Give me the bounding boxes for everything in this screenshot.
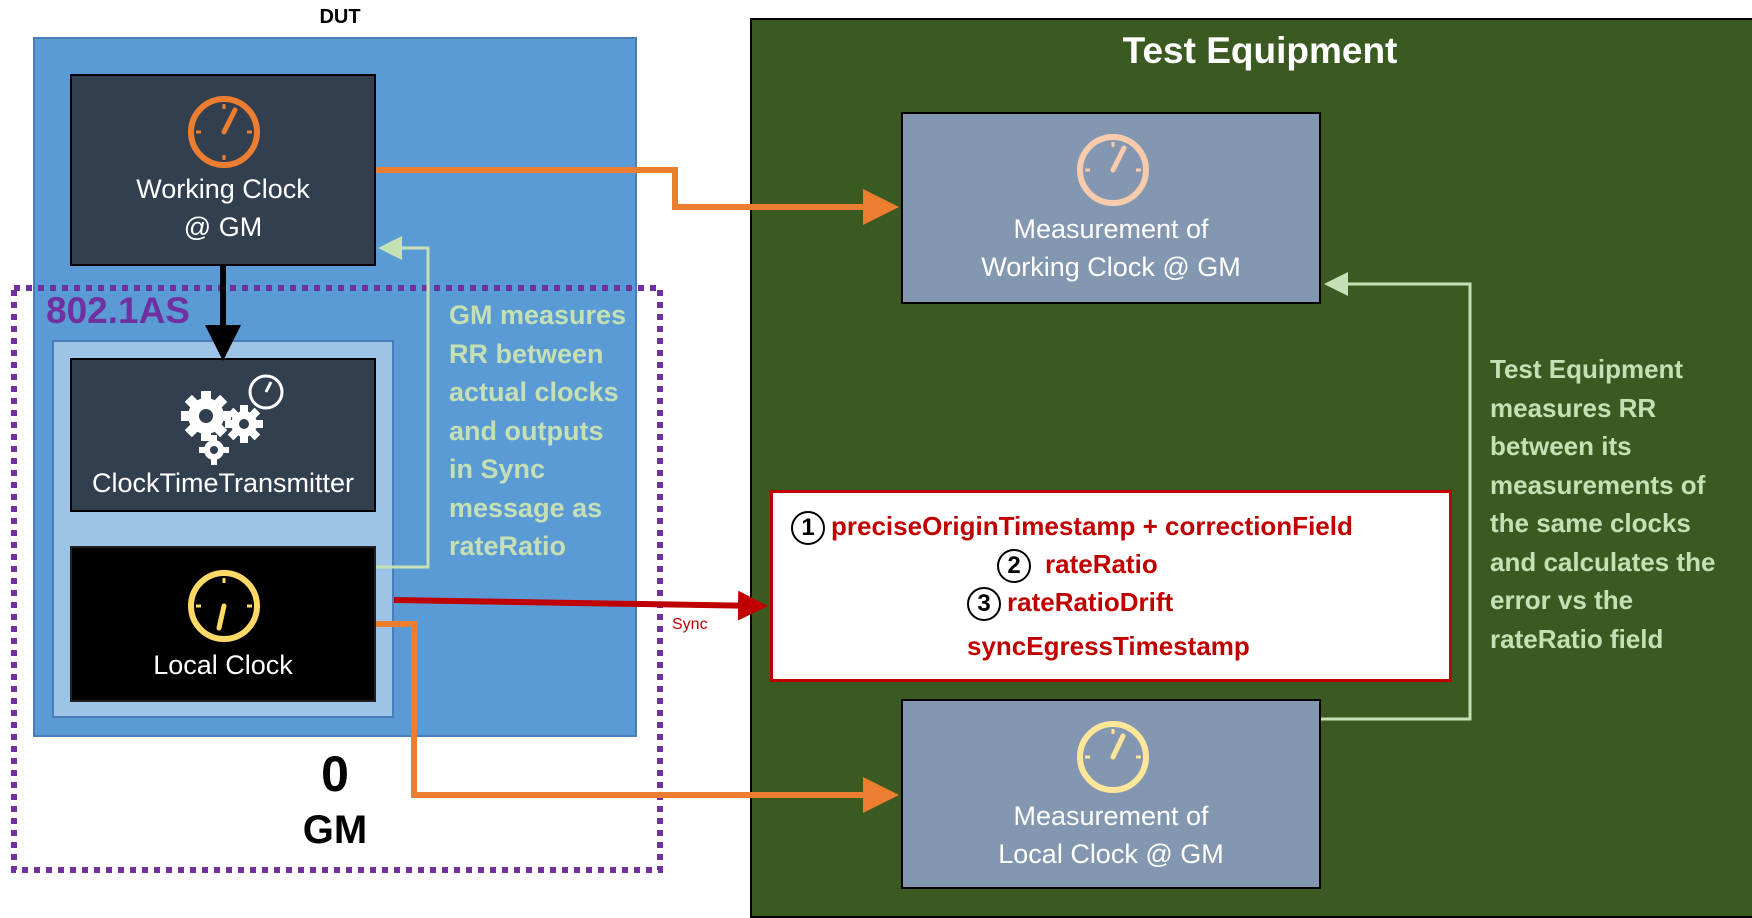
measurement-working-clock-box: Measurement of Working Clock @ GM xyxy=(901,112,1321,304)
measurement-working-line1: Measurement of xyxy=(1013,214,1209,244)
clock-time-transmitter-label: ClockTimeTransmitter xyxy=(91,468,355,498)
sync-arrow-label: Sync xyxy=(672,616,708,633)
te-note-line: the same clocks xyxy=(1490,508,1691,538)
measurement-local-line1: Measurement of xyxy=(1013,801,1209,831)
te-note-line: rateRatio field xyxy=(1490,623,1664,654)
sync-field-text: syncEgressTimestamp xyxy=(967,631,1250,661)
standard-frame xyxy=(11,285,663,873)
working-clock-box: Working Clock @ GM xyxy=(70,74,376,266)
gears-clock-icon xyxy=(181,374,284,465)
standard-label: 802.1AS xyxy=(46,290,190,331)
te-note-line: between its xyxy=(1490,431,1632,461)
measurement-local-clock-box: Measurement of Local Clock @ GM xyxy=(901,699,1321,889)
dut-title: DUT xyxy=(319,6,361,28)
local-clock-label: Local Clock xyxy=(153,650,293,680)
sync-field-4: syncEgressTimestamp xyxy=(967,631,1250,662)
working-clock-label-line2: @ GM xyxy=(183,212,263,242)
field-number-badge: 1 xyxy=(791,511,825,546)
sync-arrow xyxy=(393,590,768,621)
working-clock-label-line1: Working Clock xyxy=(136,174,310,204)
te-note-line: measures RR xyxy=(1490,392,1657,423)
local-clock-box: Local Clock xyxy=(70,546,376,702)
test-equipment-title: Test Equipment xyxy=(1122,30,1398,71)
gm-note-line: and outputs xyxy=(449,415,604,446)
gm-note-line: GM measures xyxy=(449,300,627,330)
measurement-local-line2: Local Clock @ GM xyxy=(998,839,1224,869)
te-note-line: and calculates the xyxy=(1490,546,1716,577)
gm-measure-feedback-arrow xyxy=(376,236,430,569)
clock-icon xyxy=(1077,134,1149,206)
sync-field-text: rateRatio xyxy=(1045,549,1158,579)
clock-icon xyxy=(1077,721,1149,793)
gm-note-line: actual clocks xyxy=(449,377,619,407)
gm-label: GM xyxy=(302,808,368,852)
te-measure-feedback-arrow xyxy=(1321,272,1472,721)
measurement-working-line2: Working Clock @ GM xyxy=(981,252,1241,282)
te-note-line: error vs the xyxy=(1490,585,1634,615)
te-note-line: measurements of xyxy=(1490,469,1706,500)
field-number-badge: 2 xyxy=(997,549,1031,584)
gm-note: GM measures RR between actual clocks and… xyxy=(449,296,649,566)
te-note-line: Test Equipment xyxy=(1490,354,1684,384)
gm-number: 0 xyxy=(321,746,349,802)
sync-field-text: rateRatioDrift xyxy=(1007,587,1174,617)
working-to-measurement-arrow xyxy=(376,167,899,225)
local-to-measurement-arrow xyxy=(376,621,899,813)
clock-icon xyxy=(188,96,260,168)
clock-icon xyxy=(188,570,260,642)
sync-field-2: 2 rateRatio xyxy=(997,549,1158,584)
gm-note-line: message as xyxy=(449,492,603,523)
field-number-badge: 3 xyxy=(967,587,1001,622)
sync-field-text: preciseOriginTimestamp + correctionField xyxy=(831,511,1353,541)
gm-note-line: RR between xyxy=(449,338,604,369)
test-equipment-note: Test Equipment measures RR between its m… xyxy=(1490,350,1750,658)
gm-note-line: in Sync xyxy=(449,454,546,484)
gm-note-line: rateRatio xyxy=(449,531,567,561)
